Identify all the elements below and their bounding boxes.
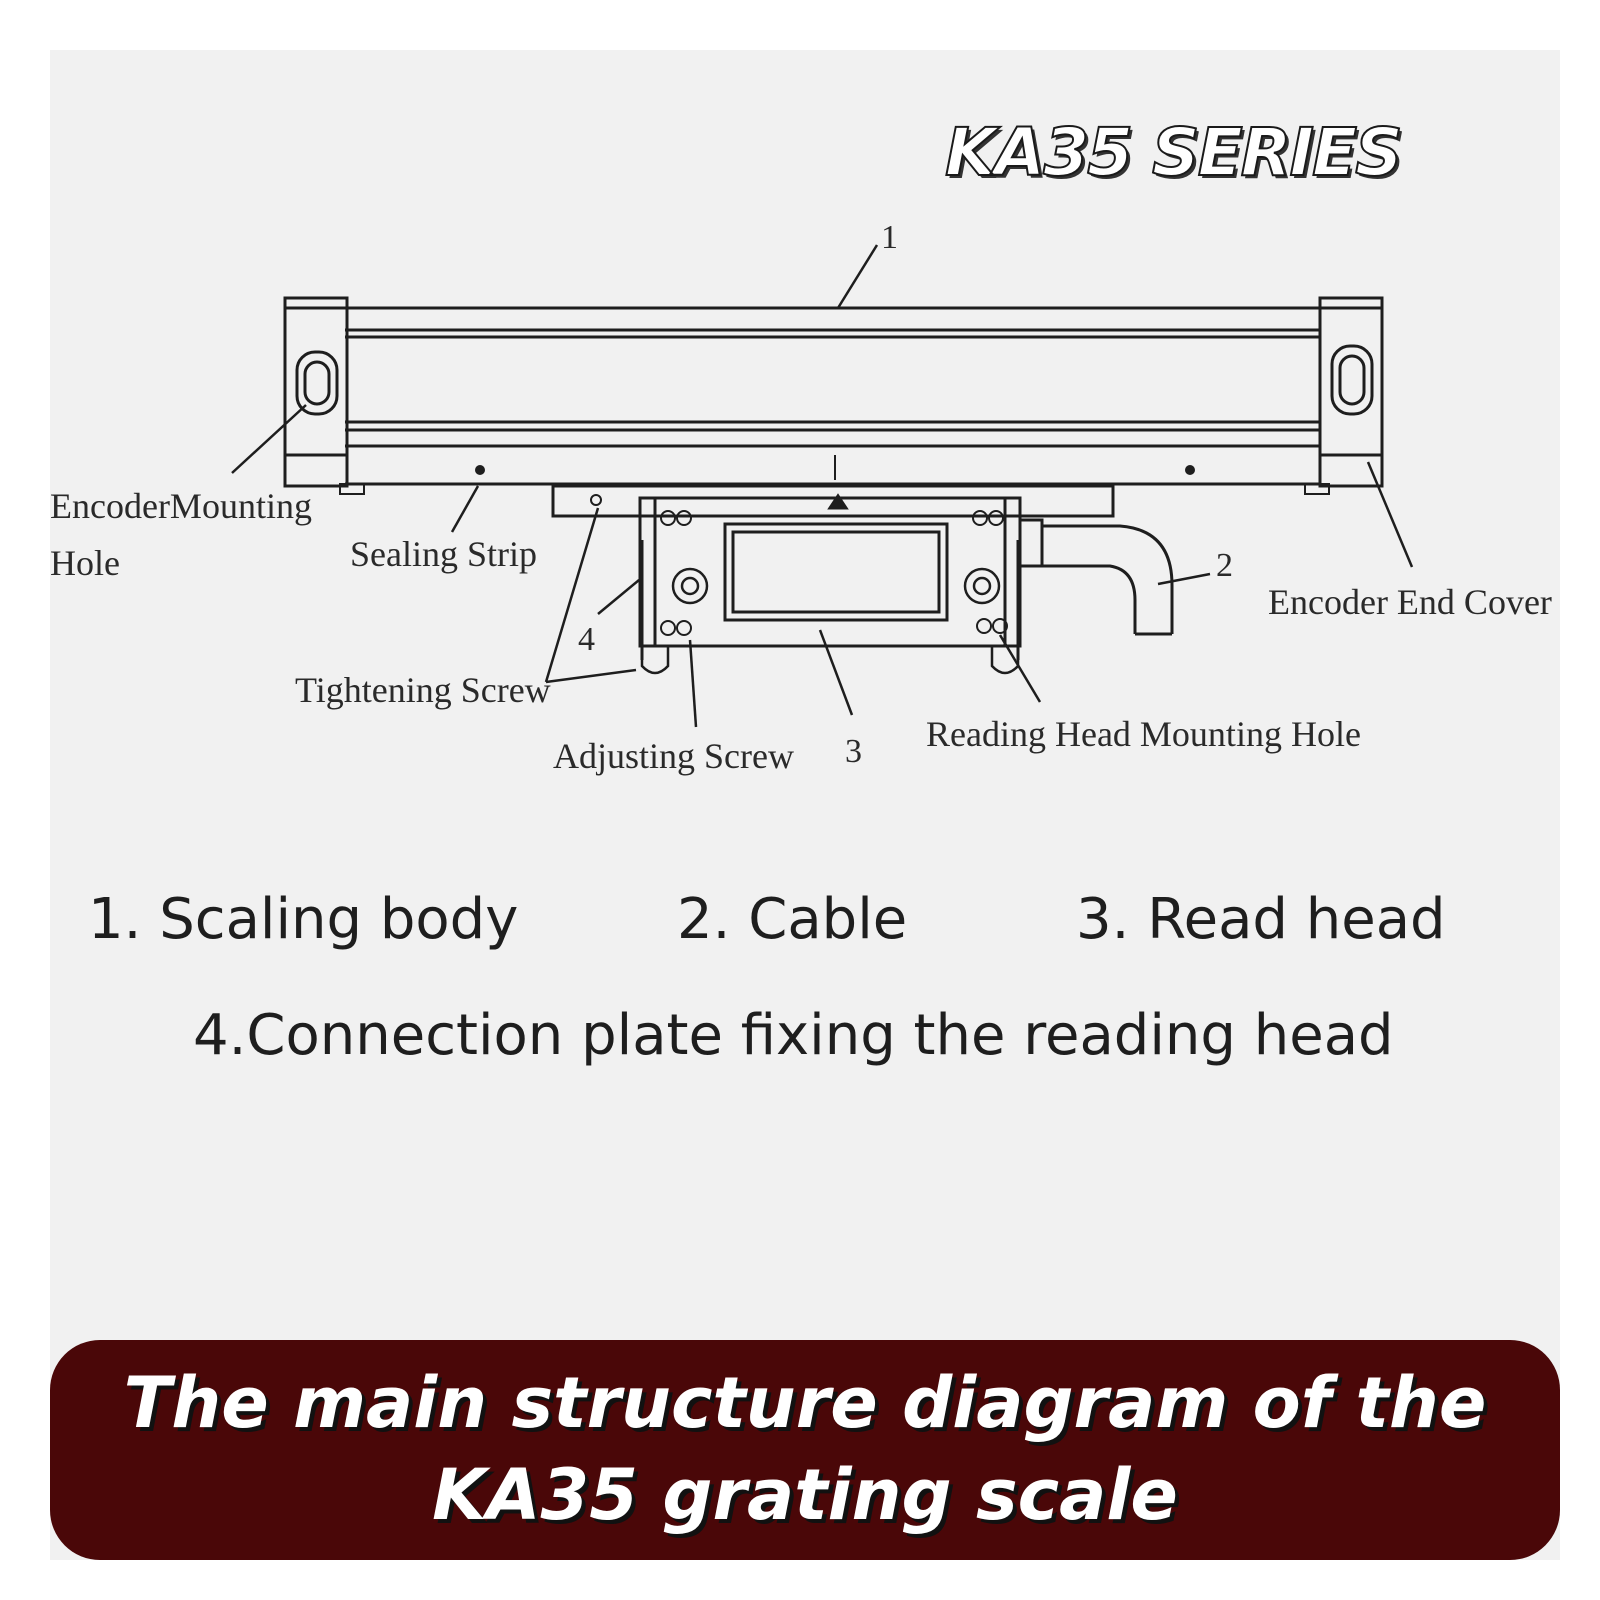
tightening-screw-icon <box>590 494 602 506</box>
sealing-strip-dot <box>1185 465 1195 475</box>
diagram-panel <box>50 50 1560 1560</box>
sealing-strip-dot <box>475 465 485 475</box>
series-title: KA35 SERIES <box>944 113 1404 192</box>
connection-plate <box>551 484 1115 660</box>
scale-body <box>283 296 1384 488</box>
tightening-screw-label: Tightening Screw <box>295 670 551 710</box>
read-head <box>723 493 949 622</box>
callout-number-3: 3 <box>845 733 862 770</box>
encoder-mounting-hole-right-icon <box>1330 344 1374 416</box>
adjusting-screw-label: Adjusting Screw <box>553 736 794 776</box>
sealing-strip-label: Sealing Strip <box>350 534 537 574</box>
legend-item-connection-plate: 4.Connection plate fixing the reading he… <box>193 1003 1394 1068</box>
cable <box>1018 518 1174 636</box>
leader-lines <box>231 244 1414 728</box>
legend-item-read-head: 3. Read head <box>1076 887 1446 952</box>
caption-line-2: KA35 grating scale <box>432 1454 1178 1536</box>
adjusting-screw-icon <box>660 510 1008 636</box>
callout-number-1: 1 <box>881 219 898 256</box>
legend-item-scaling-body: 1. Scaling body <box>88 887 519 952</box>
caption-line-1: The main structure diagram of the <box>123 1362 1487 1444</box>
callout-number-2: 2 <box>1216 547 1233 584</box>
legend-item-cable: 2. Cable <box>677 887 908 952</box>
encoder-mounting-hole-label-line2: Hole <box>50 543 120 583</box>
encoder-mounting-hole-label: EncoderMounting <box>50 486 312 526</box>
callout-number-4: 4 <box>578 621 595 658</box>
encoder-mounting-hole-icon <box>295 350 339 416</box>
encoder-end-cover-label: Encoder End Cover <box>1268 582 1552 622</box>
reading-head-mounting-hole-label: Reading Head Mounting Hole <box>926 714 1361 754</box>
reading-head-mounting-hole-icon <box>671 567 1001 605</box>
caption-banner: The main structure diagram of the KA35 g… <box>50 1340 1560 1560</box>
